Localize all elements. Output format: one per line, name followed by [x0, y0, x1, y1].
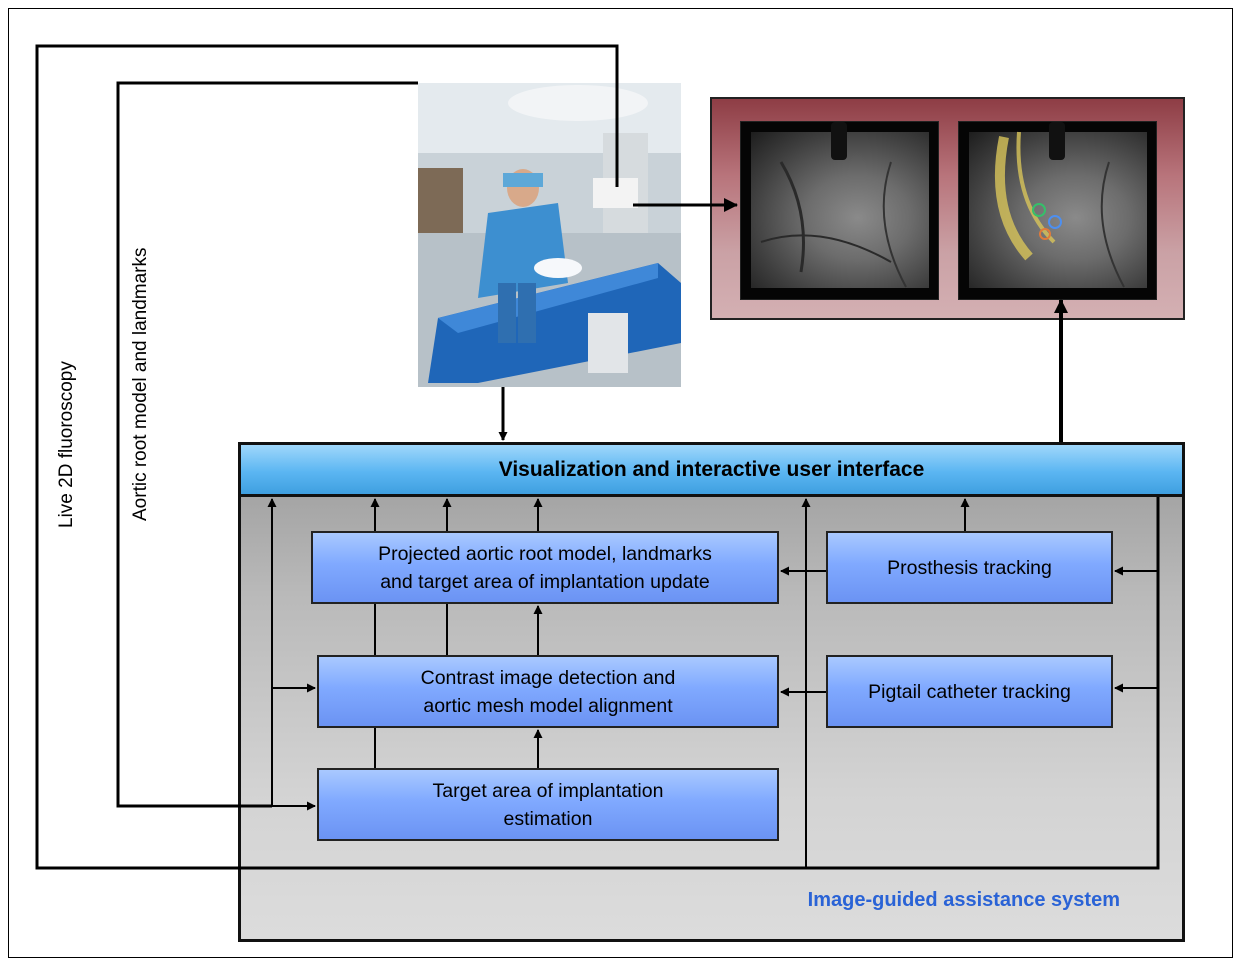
operating-room-photo: [418, 83, 681, 387]
visualization-ui-label: Visualization and interactive user inter…: [498, 457, 925, 481]
target-area-line-1: Target area of implantation: [432, 779, 664, 802]
projected-model-line-2: and target area of implantation update: [380, 570, 710, 593]
prosthesis-tracking-label: Prosthesis tracking: [887, 556, 1052, 579]
aortic-model-loop-line: [116, 81, 418, 808]
prosthesis-tracking-box: Prosthesis tracking: [826, 531, 1113, 604]
contrast-detection-line-2: aortic mesh model alignment: [423, 694, 673, 717]
contrast-detection-box: Contrast image detection and aortic mesh…: [317, 655, 779, 728]
fluoroscopy-loop-line: [35, 44, 1160, 870]
fluoroscopy-display-panel: [710, 97, 1185, 320]
pigtail-tracking-label: Pigtail catheter tracking: [868, 680, 1071, 703]
aortic-root-model-label: Aortic root model and landmarks: [130, 247, 151, 521]
contrast-detection-line-1: Contrast image detection and: [420, 666, 676, 689]
system-name-label: Image-guided assistance system: [807, 889, 1120, 911]
fluoroscopy-image: [740, 121, 939, 300]
target-area-box: Target area of implantation estimation: [317, 768, 779, 841]
projected-model-line-1: Projected aortic root model, landmarks: [378, 542, 712, 565]
fluoroscopy-overlay-image: [958, 121, 1157, 300]
target-area-line-2: estimation: [503, 807, 593, 830]
projected-model-box: Projected aortic root model, landmarks a…: [311, 531, 779, 604]
visualization-ui-bar: Visualization and interactive user inter…: [238, 442, 1185, 497]
live-fluoroscopy-label: Live 2D fluoroscopy: [56, 361, 77, 528]
outer-frame: [8, 8, 1233, 958]
pigtail-tracking-box: Pigtail catheter tracking: [826, 655, 1113, 728]
